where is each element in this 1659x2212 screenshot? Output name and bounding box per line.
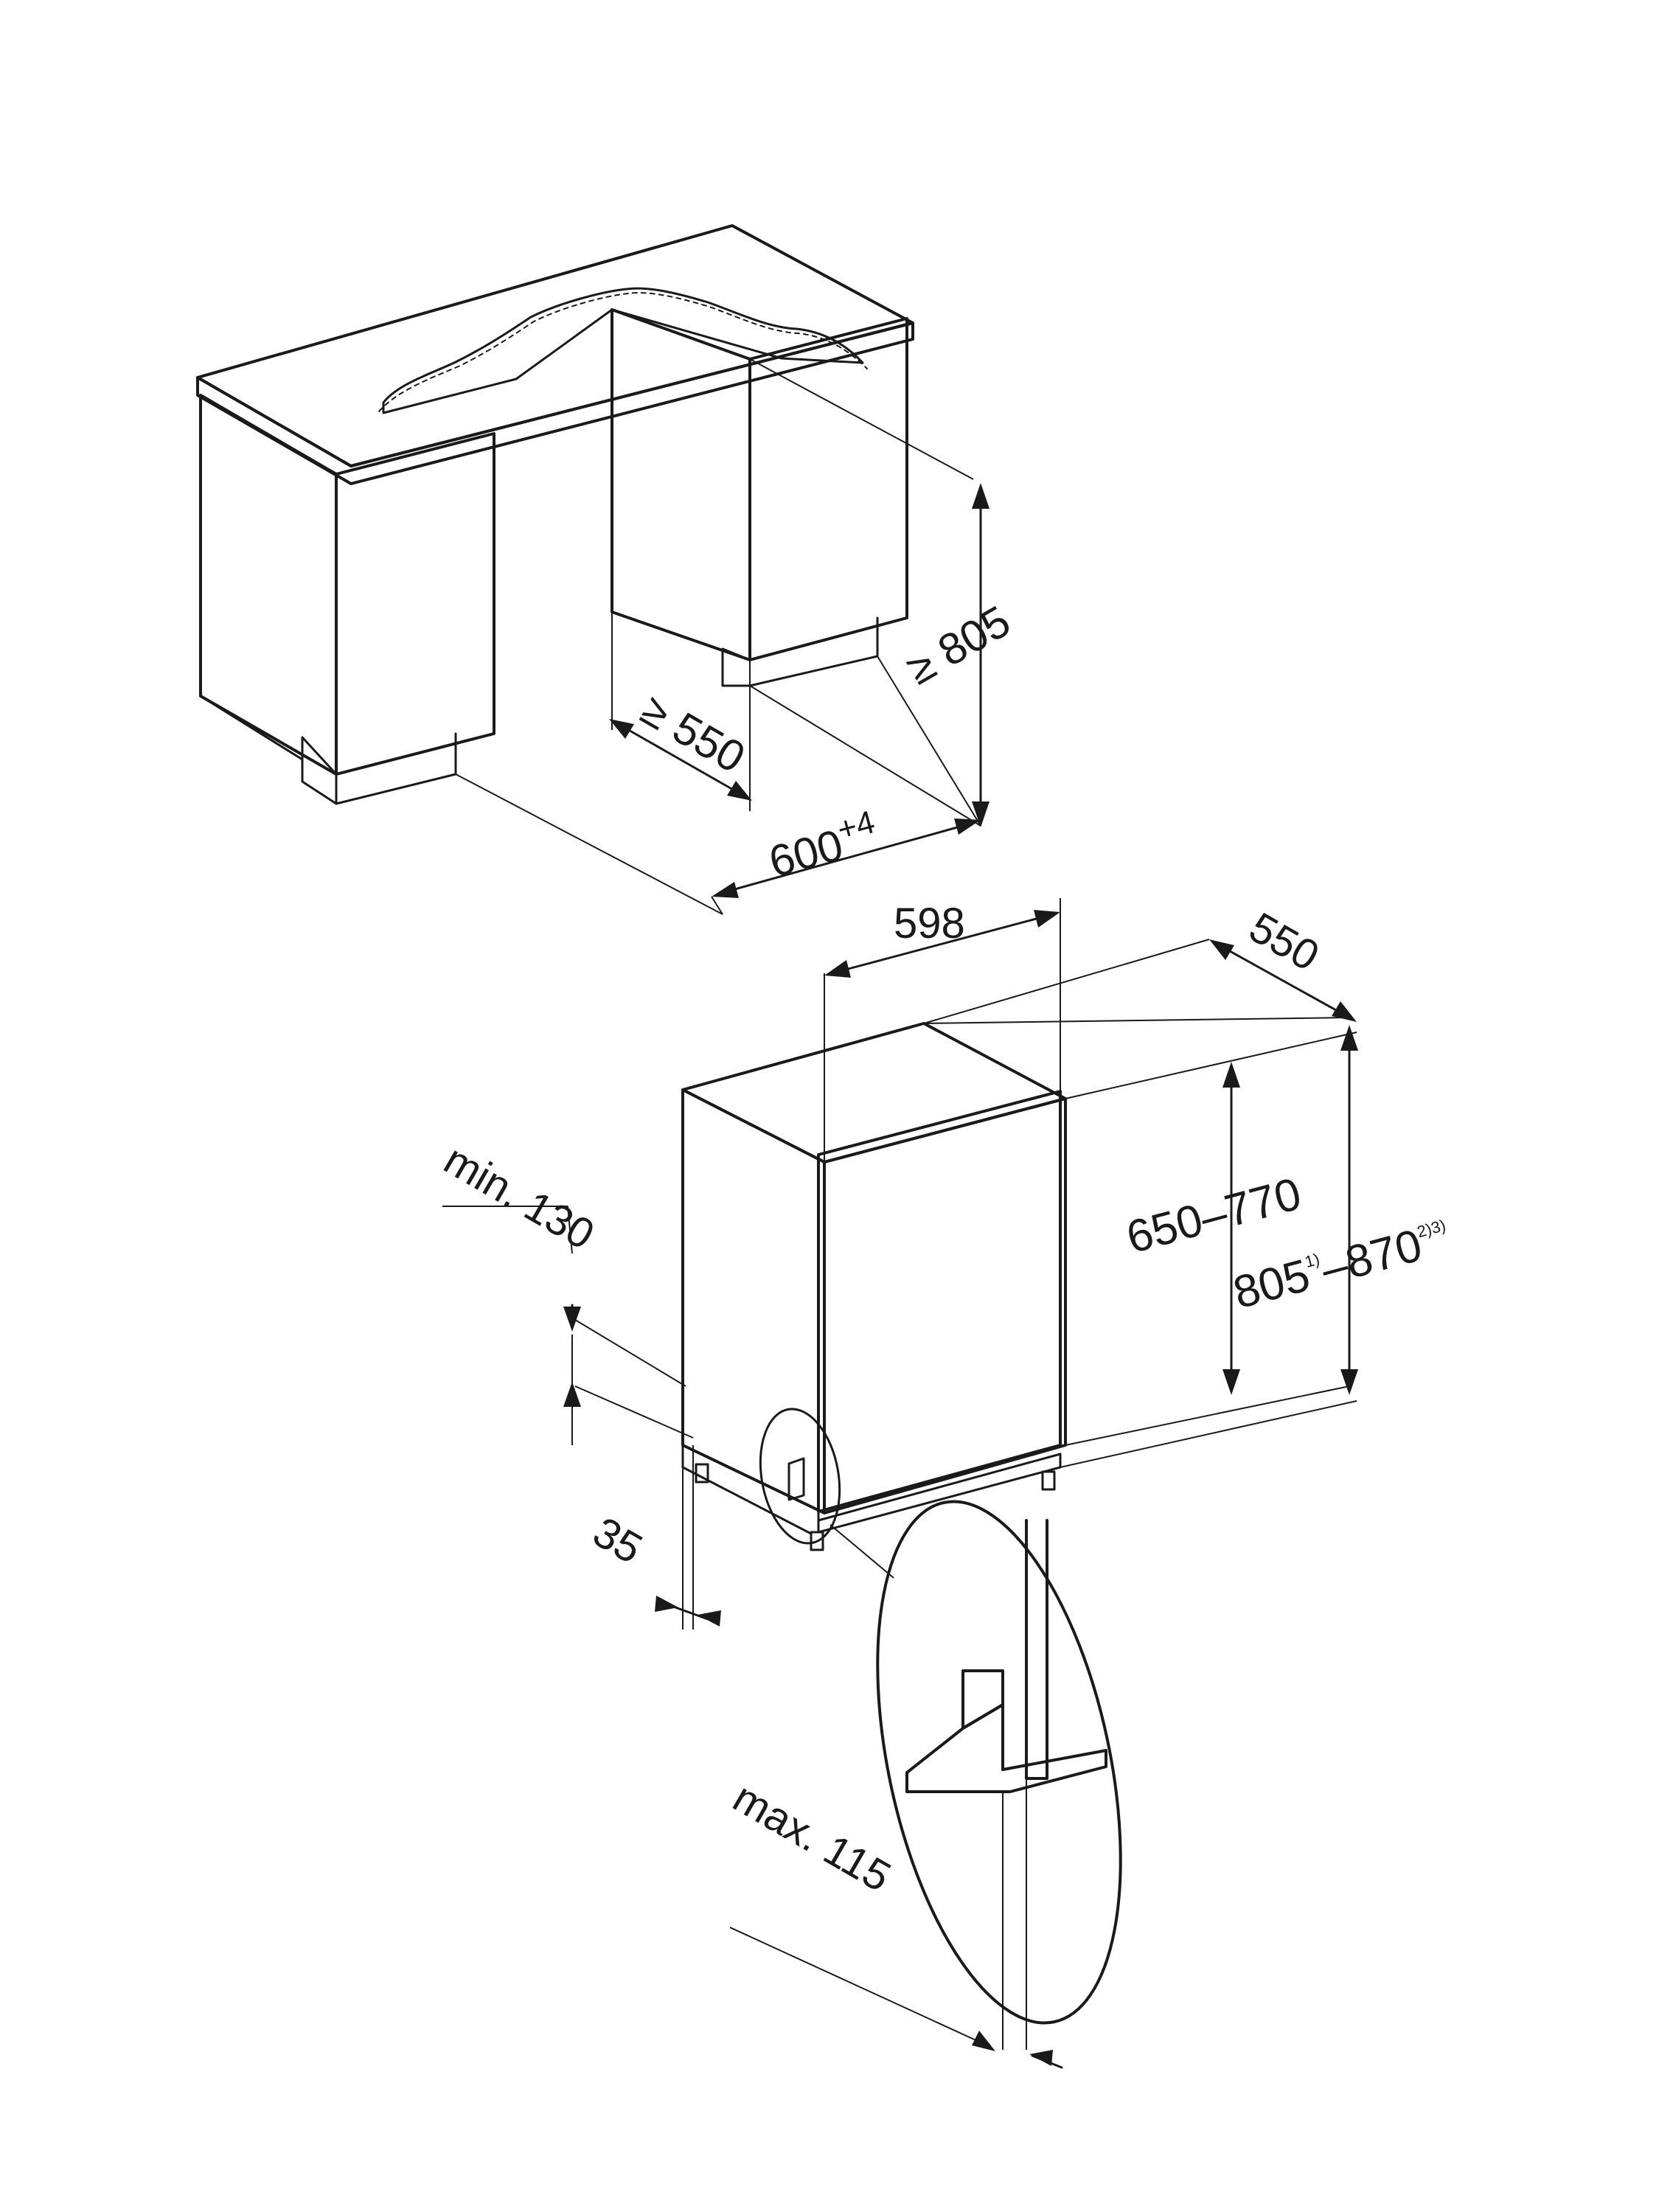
arrowhead-icon <box>824 960 851 978</box>
appliance-depth-label: 550 <box>1242 903 1327 981</box>
arrowhead-icon <box>972 801 990 827</box>
left-cabinet <box>199 394 495 805</box>
arrowhead-icon <box>972 2031 995 2051</box>
arrowhead-icon <box>954 818 981 835</box>
arrowhead-icon <box>1340 1369 1358 1395</box>
appliance-foot <box>1041 1470 1056 1491</box>
plinth-detail <box>876 1500 1122 2050</box>
appliance-figure: 598 550 650–770 8051)–8702)3) min. 130 3… <box>437 898 1447 2069</box>
niche-figure: ≥ 805 ≥ 550 600+4 <box>196 224 1018 915</box>
worktop-cutout <box>382 287 864 414</box>
arrowhead-icon <box>1222 1369 1240 1395</box>
arrowhead-icon <box>1222 1062 1240 1088</box>
arrowhead-icon <box>1209 939 1234 960</box>
appliance-foot <box>810 1531 824 1551</box>
arrowhead-icon <box>727 781 752 801</box>
door-height-label: 650–770 <box>1121 1168 1307 1263</box>
worktop-edge <box>196 321 914 485</box>
arrowhead-icon <box>609 719 634 739</box>
appliance-width-label: 598 <box>894 900 965 947</box>
arrowhead-icon <box>1034 910 1060 928</box>
arrowhead-icon <box>563 1307 581 1332</box>
detail-marker <box>759 1408 841 1545</box>
arrowhead-icon <box>563 1382 581 1407</box>
plinth-depth-label: 35 <box>585 1508 650 1573</box>
arrowhead-icon <box>712 882 739 898</box>
right-cabinet <box>611 308 908 687</box>
arrowhead-icon <box>698 1610 721 1627</box>
arrowhead-icon <box>972 483 990 509</box>
arrowhead-icon <box>1029 2050 1053 2066</box>
niche-height-label: ≥ 805 <box>898 596 1018 694</box>
appliance-side <box>681 1088 826 1514</box>
plinth-max-label: max. 115 <box>726 1773 899 1901</box>
arrowhead-icon <box>655 1596 678 1612</box>
arrowhead-icon <box>1332 1001 1357 1022</box>
arrowhead-icon <box>1340 1025 1358 1051</box>
niche-width-label: 600+4 <box>762 804 884 886</box>
door-clearance-label: min. 130 <box>437 1135 602 1259</box>
appliance-door <box>817 1090 1062 1513</box>
